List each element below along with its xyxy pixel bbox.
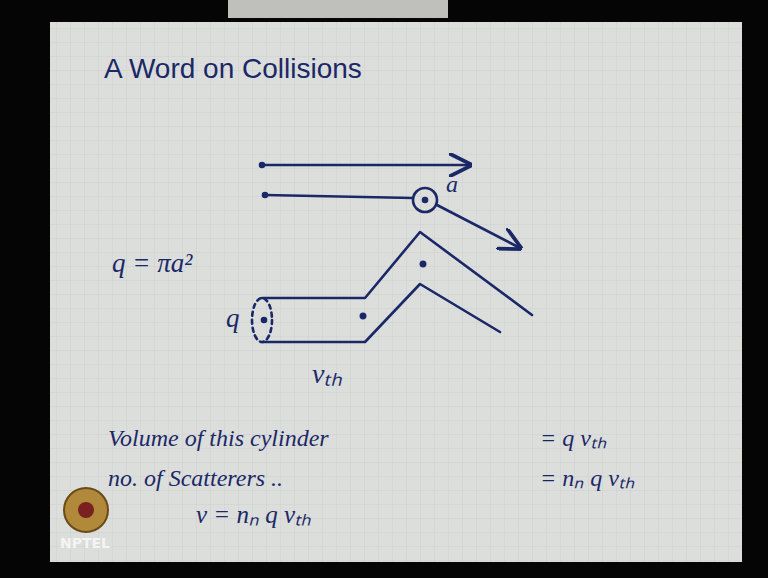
logo-wheel bbox=[64, 488, 108, 532]
velocity-label: vₜₕ bbox=[312, 360, 342, 388]
collision-frequency: ν = nₙ q vₜₕ bbox=[196, 502, 311, 527]
cross-section-formula: q = πa² bbox=[112, 250, 192, 277]
logo-text: NPTEL bbox=[60, 536, 110, 550]
radius-label: a bbox=[446, 172, 458, 196]
straight-path bbox=[262, 164, 470, 167]
start-dot bbox=[260, 163, 264, 167]
scatterer-dot bbox=[421, 262, 425, 266]
cross-section-label: q bbox=[226, 305, 240, 332]
logo-hub bbox=[78, 502, 94, 518]
nptel-logo bbox=[64, 488, 108, 532]
scatterer-centre bbox=[423, 198, 427, 202]
card-edge bbox=[228, 0, 448, 18]
deflected-path bbox=[437, 205, 520, 248]
title: A Word on Collisions bbox=[104, 55, 362, 83]
start-dot bbox=[263, 193, 267, 197]
note-text: no. of Scatterers .. bbox=[108, 466, 283, 490]
paper bbox=[50, 22, 742, 562]
cross-section bbox=[252, 298, 272, 342]
note-text: Volume of this cylinder bbox=[108, 426, 329, 450]
centre-dot bbox=[262, 318, 266, 322]
scatterer-dot bbox=[361, 314, 365, 318]
grid bbox=[50, 22, 742, 562]
cylinder-bottom bbox=[262, 284, 500, 342]
incoming-path bbox=[265, 195, 413, 198]
note-formula: = q vₜₕ bbox=[540, 426, 607, 450]
note-formula: = nₙ q vₜₕ bbox=[540, 466, 635, 490]
cylinder-top bbox=[262, 232, 532, 315]
scatterer-circle bbox=[413, 188, 437, 212]
